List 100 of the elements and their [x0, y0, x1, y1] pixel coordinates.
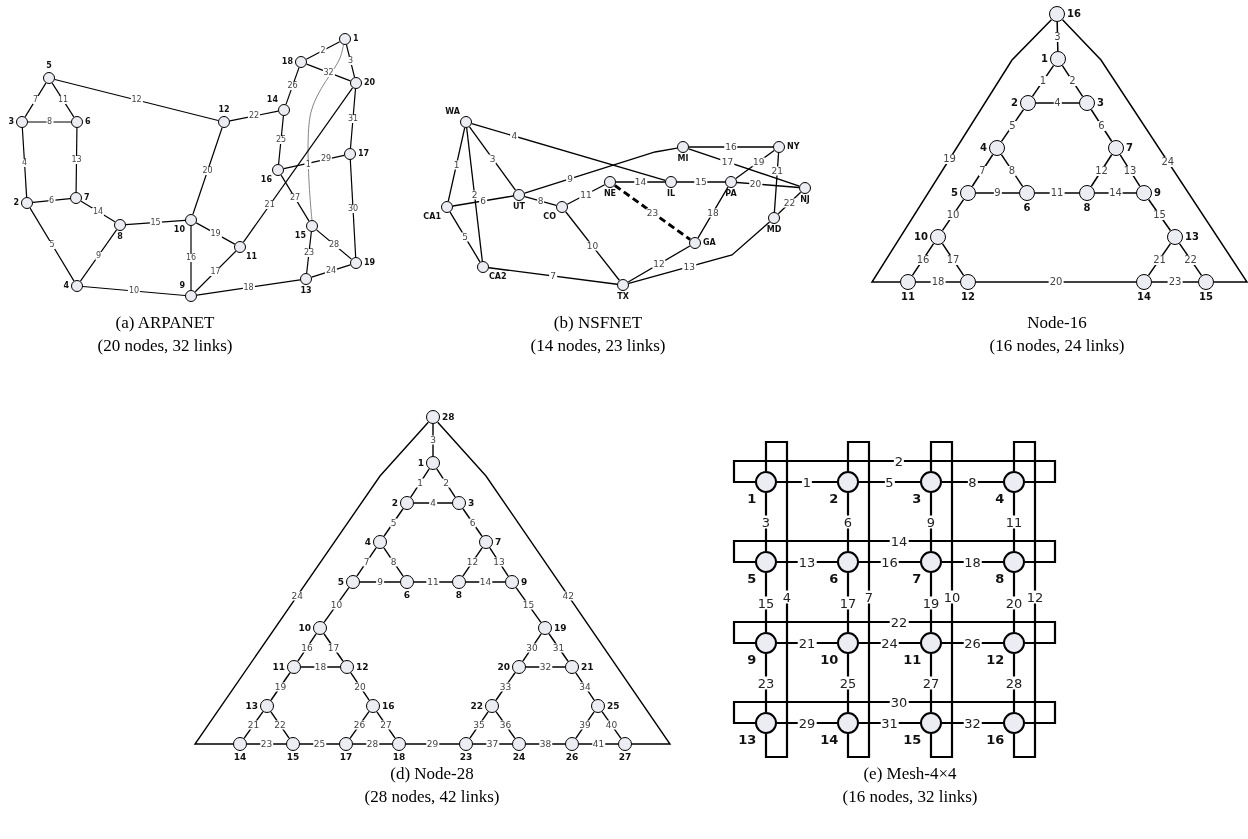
node-label: 18 [392, 753, 406, 762]
node-label: 15 [294, 232, 306, 240]
node-label: 12 [961, 292, 975, 302]
edge-label: 7 [863, 590, 875, 603]
link-line [1012, 573, 1016, 632]
link-line [773, 152, 780, 213]
edge-label: 31 [346, 114, 360, 123]
edge-label: 3 [429, 435, 437, 445]
edge-label: 2 [319, 46, 327, 55]
link-line [190, 225, 192, 291]
edge-label: 6 [47, 196, 56, 205]
link-line [1000, 153, 1024, 188]
node-label: 13 [738, 732, 757, 746]
node-label: 10 [298, 623, 311, 633]
node-label: 12 [986, 652, 1005, 666]
node-label: 28 [442, 412, 455, 422]
node-label: 8 [995, 571, 1005, 585]
link-line [27, 121, 72, 123]
edge-label: 2 [893, 454, 905, 468]
node-label: 4 [63, 282, 69, 290]
link-line [1061, 64, 1084, 98]
edge-label: 9 [993, 188, 1002, 198]
link-line [1119, 154, 1141, 187]
edge-label: 7 [978, 165, 987, 176]
node-label: 16 [1067, 9, 1081, 19]
edge-label: 18 [313, 662, 328, 672]
edge-label: 29 [425, 739, 440, 749]
edge-label: 30 [525, 643, 539, 652]
edge-label: 11 [1004, 515, 1024, 529]
edge-label: 30 [889, 695, 909, 709]
edge-label: 15 [1152, 210, 1167, 220]
edge-label: 38 [538, 739, 553, 749]
edge-label: 4 [1053, 98, 1062, 108]
edge-label: 21 [797, 636, 817, 650]
edge-label: 17 [838, 596, 858, 609]
node-label: CA2 [489, 273, 507, 281]
edge-label: 20 [1004, 596, 1024, 609]
link-line [859, 480, 920, 484]
node-label: MI [677, 155, 689, 163]
link-line [676, 181, 726, 183]
node-label: 22 [470, 701, 483, 711]
edge-label: 13 [1122, 165, 1138, 176]
node-label: PA [725, 190, 737, 198]
node-label: 11 [903, 652, 922, 666]
edge-label: 17 [720, 157, 735, 167]
node-label: 6 [1023, 203, 1031, 213]
edge-label: 30 [346, 204, 360, 213]
edge-label: 8 [389, 557, 398, 567]
edge-label: 27 [379, 720, 393, 730]
edge-label: 10 [127, 287, 141, 295]
edge-label: 29 [797, 716, 817, 730]
link-line [911, 242, 935, 277]
node-label: 7 [912, 571, 922, 585]
link-line [942, 560, 1003, 564]
node-label: 27 [618, 753, 632, 762]
edge-label: 32 [322, 68, 335, 77]
edge-label: 9 [566, 174, 575, 184]
link-line [942, 721, 1003, 725]
edge-label: 12 [1094, 165, 1109, 176]
edge-label: 15 [694, 177, 708, 187]
node-label: 7 [84, 194, 90, 202]
edge-label: 24 [290, 591, 304, 601]
edge-label: 14 [633, 177, 648, 187]
edge-label: 14 [1108, 188, 1123, 198]
node-label: 10 [820, 652, 839, 666]
node-label: 13 [300, 287, 312, 295]
node-label: 1 [747, 491, 757, 505]
edge-label: 3 [488, 154, 497, 163]
edge-label: 13 [492, 557, 506, 567]
node-label: 14 [266, 96, 278, 104]
node-label: 4 [980, 143, 987, 153]
link-line [349, 88, 357, 149]
node-label: 17 [339, 753, 353, 762]
node-label: 12 [218, 106, 230, 114]
edge-label: 1 [416, 478, 424, 488]
node-label: NE [603, 190, 617, 198]
edge-label: 26 [963, 636, 982, 650]
node-label: WA [445, 108, 460, 116]
link-line [859, 641, 920, 645]
node-label: NJ [800, 196, 810, 204]
caption: (16 nodes, 24 links) [989, 336, 1125, 354]
edge-label: 16 [880, 555, 899, 569]
edge-label: 6 [468, 518, 477, 527]
node-label: 2 [1011, 98, 1018, 108]
edge-label: 22 [782, 198, 797, 208]
edge-label: 26 [352, 720, 367, 730]
node-label: 26 [565, 753, 579, 762]
edge-label: 11 [56, 96, 70, 104]
link-line [432, 423, 434, 457]
node-label: 9 [747, 652, 757, 666]
link-line [307, 44, 344, 221]
caption: (16 nodes, 32 links) [842, 787, 978, 805]
edge-label: 10 [945, 210, 961, 220]
link-line [283, 154, 345, 170]
edge-label: 19 [752, 157, 766, 167]
link-line [243, 711, 264, 739]
node-label: 11 [246, 253, 258, 261]
edge-label: 42 [561, 591, 575, 601]
node-label: 1 [1041, 54, 1048, 64]
edge-label: 19 [942, 154, 957, 164]
